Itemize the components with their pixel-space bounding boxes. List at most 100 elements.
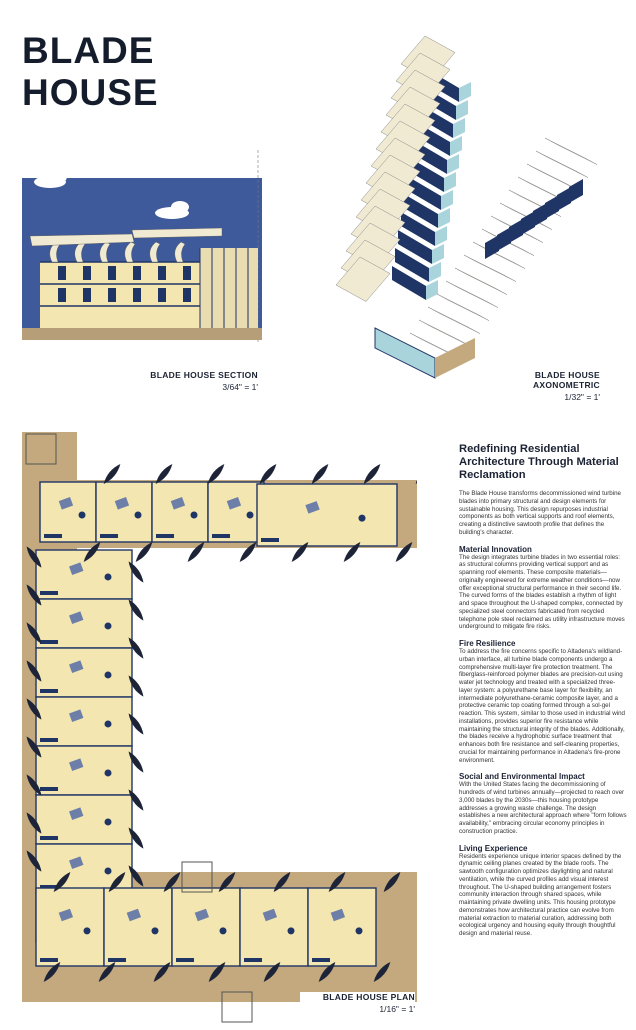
section-drawing <box>22 150 262 342</box>
window <box>108 288 116 302</box>
plan-drawing <box>22 432 417 1023</box>
roof-blade <box>436 293 490 321</box>
glazing <box>453 118 465 138</box>
roof-blade <box>463 254 517 282</box>
facade <box>401 212 435 246</box>
stair <box>25 433 57 465</box>
facade <box>509 219 523 243</box>
table <box>104 622 112 630</box>
blade-column-icon <box>83 542 101 562</box>
furniture <box>194 908 210 922</box>
title-line-1: BLADE <box>22 30 155 71</box>
unit-room <box>35 598 133 649</box>
kitchen-counter <box>40 591 58 595</box>
blade-column-icon <box>26 660 42 682</box>
table <box>190 511 198 519</box>
blade-column-icon <box>239 542 257 562</box>
blade-column-icon <box>108 872 126 892</box>
blade-column-icon <box>311 464 329 484</box>
blade-column-icon <box>26 584 42 606</box>
facade <box>410 158 444 192</box>
facade <box>545 195 559 219</box>
plan-scale: 1/16" = 1' <box>379 1004 415 1014</box>
blade-column-icon <box>43 962 61 982</box>
window <box>158 266 166 280</box>
blade-column-icon <box>128 637 144 659</box>
blade-column-icon <box>128 827 144 849</box>
blade-column-icon <box>263 962 281 982</box>
glazing <box>429 262 441 282</box>
table <box>287 927 295 935</box>
blade-column-icon <box>26 736 42 758</box>
unit-room <box>171 887 241 967</box>
roof-blade <box>418 319 472 347</box>
glazing <box>432 244 444 264</box>
window <box>58 288 66 302</box>
blade-column-icon <box>135 542 153 562</box>
unit-room <box>103 887 173 967</box>
plan-label: BLADE HOUSE PLAN 1/16" = 1' <box>300 992 415 1014</box>
table <box>104 573 112 581</box>
roof-blade <box>335 256 391 302</box>
furniture <box>58 908 74 922</box>
blade-column-icon <box>128 599 144 621</box>
blade-column-icon <box>163 872 181 892</box>
blade-column-icon <box>26 850 42 872</box>
section-heading: Living Experience <box>459 843 528 853</box>
blade-column-icon <box>26 622 42 644</box>
table <box>219 927 227 935</box>
facade <box>497 227 511 251</box>
facade <box>569 179 583 203</box>
kitchen-counter <box>40 958 58 962</box>
blade-column-icon <box>291 542 309 562</box>
blade-column-icon <box>155 464 173 484</box>
glazing <box>447 154 459 174</box>
kitchen-counter <box>108 958 126 962</box>
roof-blade <box>427 306 481 334</box>
section-label: BLADE HOUSE SECTION 3/64" = 1' <box>150 370 258 392</box>
glazing <box>441 190 453 210</box>
axonometric-scale: 1/32" = 1' <box>564 392 600 402</box>
furniture <box>114 497 130 510</box>
unit-room <box>151 481 209 543</box>
blade-column-icon <box>363 464 381 484</box>
blade-column-icon <box>128 789 144 811</box>
section-heading: Social and Environmental Impact <box>459 772 585 782</box>
blade-column-icon <box>26 774 42 796</box>
table <box>355 927 363 935</box>
window <box>183 266 191 280</box>
furniture <box>69 856 84 869</box>
blade-column-icon <box>259 464 277 484</box>
roof-blade <box>454 267 508 295</box>
furniture <box>170 497 186 510</box>
blade-column-icon <box>98 962 116 982</box>
glazing <box>426 280 438 300</box>
window <box>83 288 91 302</box>
article-heading: Redefining Residential Architecture Thro… <box>459 443 619 481</box>
blade-column-icon <box>373 962 391 982</box>
section-body: The design integrates turbine blades in … <box>459 553 625 631</box>
tower-section <box>200 248 258 328</box>
unit-room <box>39 481 97 543</box>
stair <box>181 861 213 893</box>
facade <box>557 187 571 211</box>
facade <box>398 230 432 264</box>
axonometric-label: BLADE HOUSE AXONOMETRIC 1/32" = 1' <box>480 370 600 402</box>
table <box>104 720 112 728</box>
blade-column-icon <box>208 962 226 982</box>
blade-column <box>149 241 161 263</box>
facade <box>485 235 499 259</box>
kitchen-counter <box>40 836 58 840</box>
plan-name: BLADE HOUSE PLAN <box>322 992 415 1002</box>
article: Redefining Residential Architecture Thro… <box>459 443 627 938</box>
blade-column-icon <box>128 865 144 887</box>
glazing <box>444 172 456 192</box>
furniture <box>69 562 84 575</box>
unit-room <box>239 887 309 967</box>
blade-column-icon <box>395 542 413 562</box>
base-level <box>435 338 475 378</box>
unit-room <box>307 887 377 967</box>
window <box>183 288 191 302</box>
section-heading: Material Innovation <box>459 544 532 554</box>
table <box>358 514 366 522</box>
